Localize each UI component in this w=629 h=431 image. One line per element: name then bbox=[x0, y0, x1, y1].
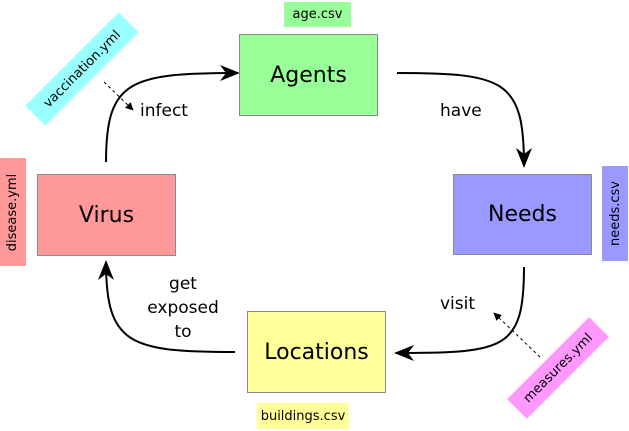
node-needs-label: Needs bbox=[488, 202, 557, 227]
edge-virus-agents bbox=[105, 65, 240, 163]
edge-vaccination-infect bbox=[103, 81, 134, 111]
node-agents-label: Agents bbox=[270, 62, 347, 88]
edge-agents-needs bbox=[396, 72, 532, 168]
edge-label-have: have bbox=[440, 101, 482, 121]
file-needs-csv: needs.csv bbox=[602, 166, 628, 261]
node-virus-label: Virus bbox=[78, 202, 135, 228]
edge-locations-virus bbox=[98, 260, 236, 353]
edge-needs-locations bbox=[394, 266, 525, 361]
file-age-csv: age.csv bbox=[284, 2, 351, 27]
node-locations: Locations bbox=[247, 311, 386, 393]
node-agents: Agents bbox=[239, 34, 378, 116]
node-needs: Needs bbox=[453, 174, 592, 255]
file-buildings-csv: buildings.csv bbox=[257, 403, 349, 429]
node-virus: Virus bbox=[37, 174, 176, 256]
edge-label-visit: visit bbox=[440, 294, 476, 314]
node-locations-label: Locations bbox=[264, 339, 369, 365]
edge-label-get-exposed-to: get exposed to bbox=[147, 274, 219, 342]
edge-label-infect: infect bbox=[140, 101, 188, 121]
edge-measures-visit bbox=[493, 312, 541, 358]
file-disease-yml: disease.yml bbox=[0, 158, 26, 266]
